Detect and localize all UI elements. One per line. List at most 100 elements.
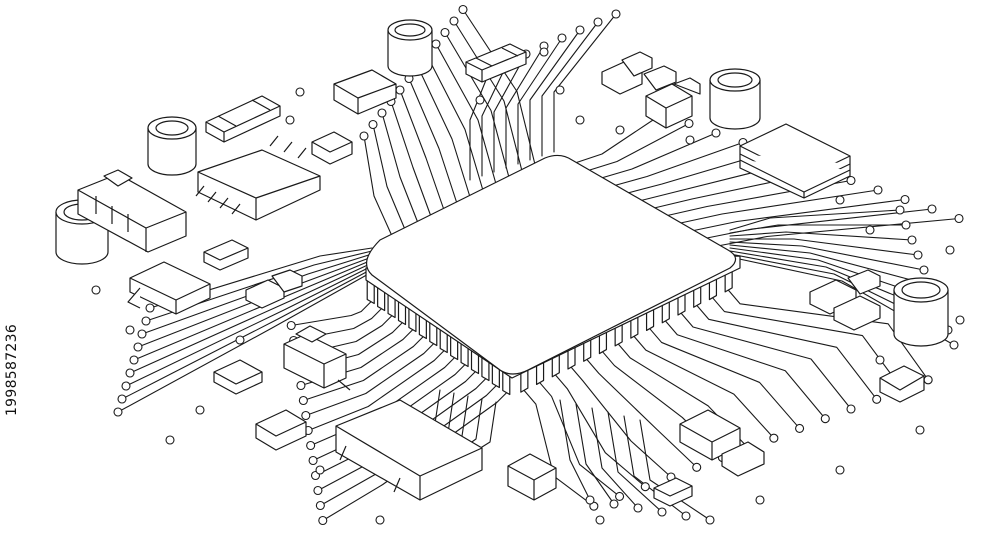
connector-bank-left	[77, 169, 187, 253]
via-pad	[949, 340, 959, 350]
via-pad	[458, 4, 468, 15]
via-pad	[835, 465, 845, 475]
soic-chip-left	[195, 135, 321, 221]
via-pad	[318, 515, 328, 526]
chip-body-top	[365, 154, 737, 375]
trace	[675, 189, 879, 225]
smd-capacitor-bottom-left	[255, 409, 307, 451]
via-pad	[923, 375, 933, 385]
via-pad	[915, 425, 925, 435]
components	[55, 19, 949, 507]
via-pad	[769, 433, 779, 443]
via-pad	[286, 320, 296, 331]
via-pad	[555, 85, 565, 95]
via-pad	[368, 119, 378, 130]
block-component-bottom	[507, 453, 557, 501]
via-pad	[615, 125, 625, 135]
trace	[649, 327, 801, 429]
trace	[305, 342, 435, 417]
via-pad	[954, 213, 964, 224]
trace	[453, 20, 523, 172]
via-pad	[121, 381, 131, 391]
via-pad	[593, 17, 603, 27]
smd-pair-left	[245, 269, 303, 309]
trace	[117, 271, 373, 413]
via-pad	[125, 368, 135, 378]
via-pad	[872, 394, 882, 404]
via-pad	[298, 395, 308, 406]
via-pad	[615, 491, 625, 501]
trace	[481, 61, 509, 177]
trace	[408, 77, 458, 205]
trace	[417, 66, 471, 198]
via-pad	[141, 316, 151, 326]
trace	[597, 132, 717, 180]
trace	[727, 289, 929, 381]
smd-component-top	[333, 69, 397, 115]
smd-top-right-group	[601, 51, 701, 129]
trace	[435, 43, 497, 185]
trace	[517, 37, 563, 165]
smd-right-upper	[809, 269, 881, 331]
via-pad	[117, 394, 127, 404]
diode-left	[203, 239, 249, 271]
trace	[121, 268, 373, 400]
trace	[141, 253, 373, 335]
trace	[623, 151, 771, 195]
trace	[363, 135, 393, 237]
microchip	[365, 154, 741, 396]
via-pad	[165, 435, 175, 445]
via-pad	[900, 194, 910, 205]
capacitor-top-left	[147, 116, 197, 176]
trace	[729, 224, 907, 234]
resistor-top-center	[465, 43, 527, 83]
stacked-ic-top-right	[739, 123, 851, 199]
via-pad	[875, 355, 885, 365]
via-pad	[308, 455, 318, 466]
trace	[729, 231, 913, 241]
trace	[125, 265, 373, 387]
via-pad	[945, 245, 955, 255]
via-pad	[145, 303, 155, 313]
via-pad	[907, 235, 917, 245]
via-pad	[113, 407, 123, 417]
via-pad	[681, 511, 691, 521]
via-pad	[475, 95, 485, 105]
trace	[523, 389, 595, 507]
via-pad	[431, 39, 441, 49]
trace	[133, 259, 373, 361]
trace	[570, 366, 672, 478]
via-pad	[377, 108, 387, 118]
via-pad	[285, 115, 295, 125]
resistor-top-left	[205, 95, 281, 143]
flat-ic-bottom	[335, 399, 483, 501]
capacitor-top-center	[387, 19, 433, 77]
trace	[426, 54, 484, 192]
via-pad	[755, 495, 765, 505]
capacitor-right	[893, 277, 949, 347]
via-pad	[195, 405, 205, 415]
transistor-left	[127, 261, 211, 315]
via-pad	[901, 220, 911, 230]
via-pad	[296, 380, 306, 391]
via-pad	[449, 16, 459, 26]
smd-bottom-center	[653, 477, 693, 507]
via-pad	[955, 315, 965, 325]
via-pad	[306, 440, 316, 451]
trace	[680, 312, 852, 410]
trace	[444, 31, 510, 179]
via-pad	[657, 507, 667, 517]
via-pad	[927, 204, 937, 214]
via-pad	[91, 285, 101, 295]
power-component-mid-left	[283, 325, 351, 391]
trace	[290, 300, 372, 327]
trace	[469, 69, 491, 181]
via-pad	[539, 47, 549, 57]
via-pad	[705, 515, 715, 525]
via-pad	[137, 329, 147, 339]
trace	[559, 399, 591, 501]
via-pad	[133, 342, 143, 352]
via-pad	[301, 410, 311, 421]
trace	[307, 349, 445, 432]
trace	[381, 112, 419, 224]
